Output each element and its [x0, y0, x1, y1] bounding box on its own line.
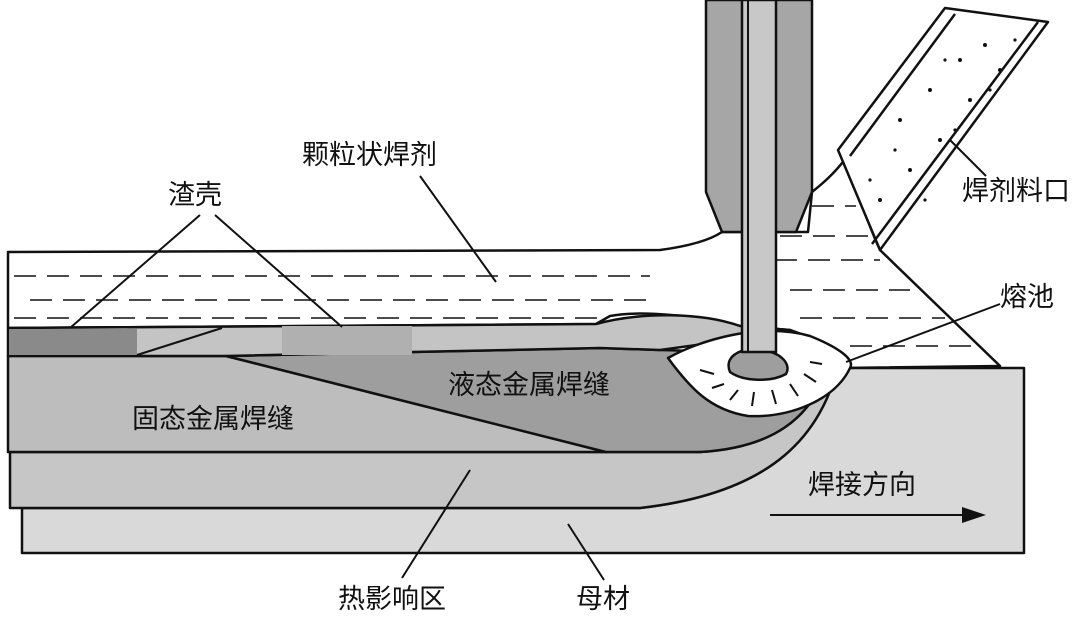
label-base-metal: 母材 [576, 584, 630, 615]
label-welding-direction: 焊接方向 [808, 470, 916, 501]
label-granular-flux: 颗粒状焊剂 [302, 140, 437, 171]
label-weld-pool: 熔池 [1000, 282, 1054, 313]
hopper-wall [848, 13, 957, 157]
leader-base-metal [567, 523, 605, 581]
slag-dark-segment [9, 329, 137, 355]
leader-granular-flux [419, 175, 497, 283]
hopper-granules [868, 38, 1017, 202]
flux-hopper [836, 6, 1050, 252]
label-flux-hopper: 焊剂料口 [962, 176, 1070, 207]
label-slag: 渣壳 [168, 180, 222, 211]
weld-pool [727, 348, 789, 381]
arc-rays [699, 361, 823, 407]
label-liquid-weld: 液态金属焊缝 [448, 370, 610, 401]
leader-weld-pool [845, 303, 1001, 363]
label-solid-weld: 固态金属焊缝 [132, 404, 294, 435]
leader-slag-right [214, 214, 343, 328]
slag-light-segment [282, 326, 412, 355]
label-heat-affected-zone: 热影响区 [338, 584, 446, 615]
arrow-head [962, 507, 986, 523]
leader-slag-left [69, 214, 201, 329]
leader-haz [401, 469, 471, 579]
leader-lines [69, 139, 1001, 581]
flux-hatching [14, 205, 975, 347]
leader-flux-hopper [949, 139, 987, 177]
slag-inner-line [136, 327, 223, 356]
